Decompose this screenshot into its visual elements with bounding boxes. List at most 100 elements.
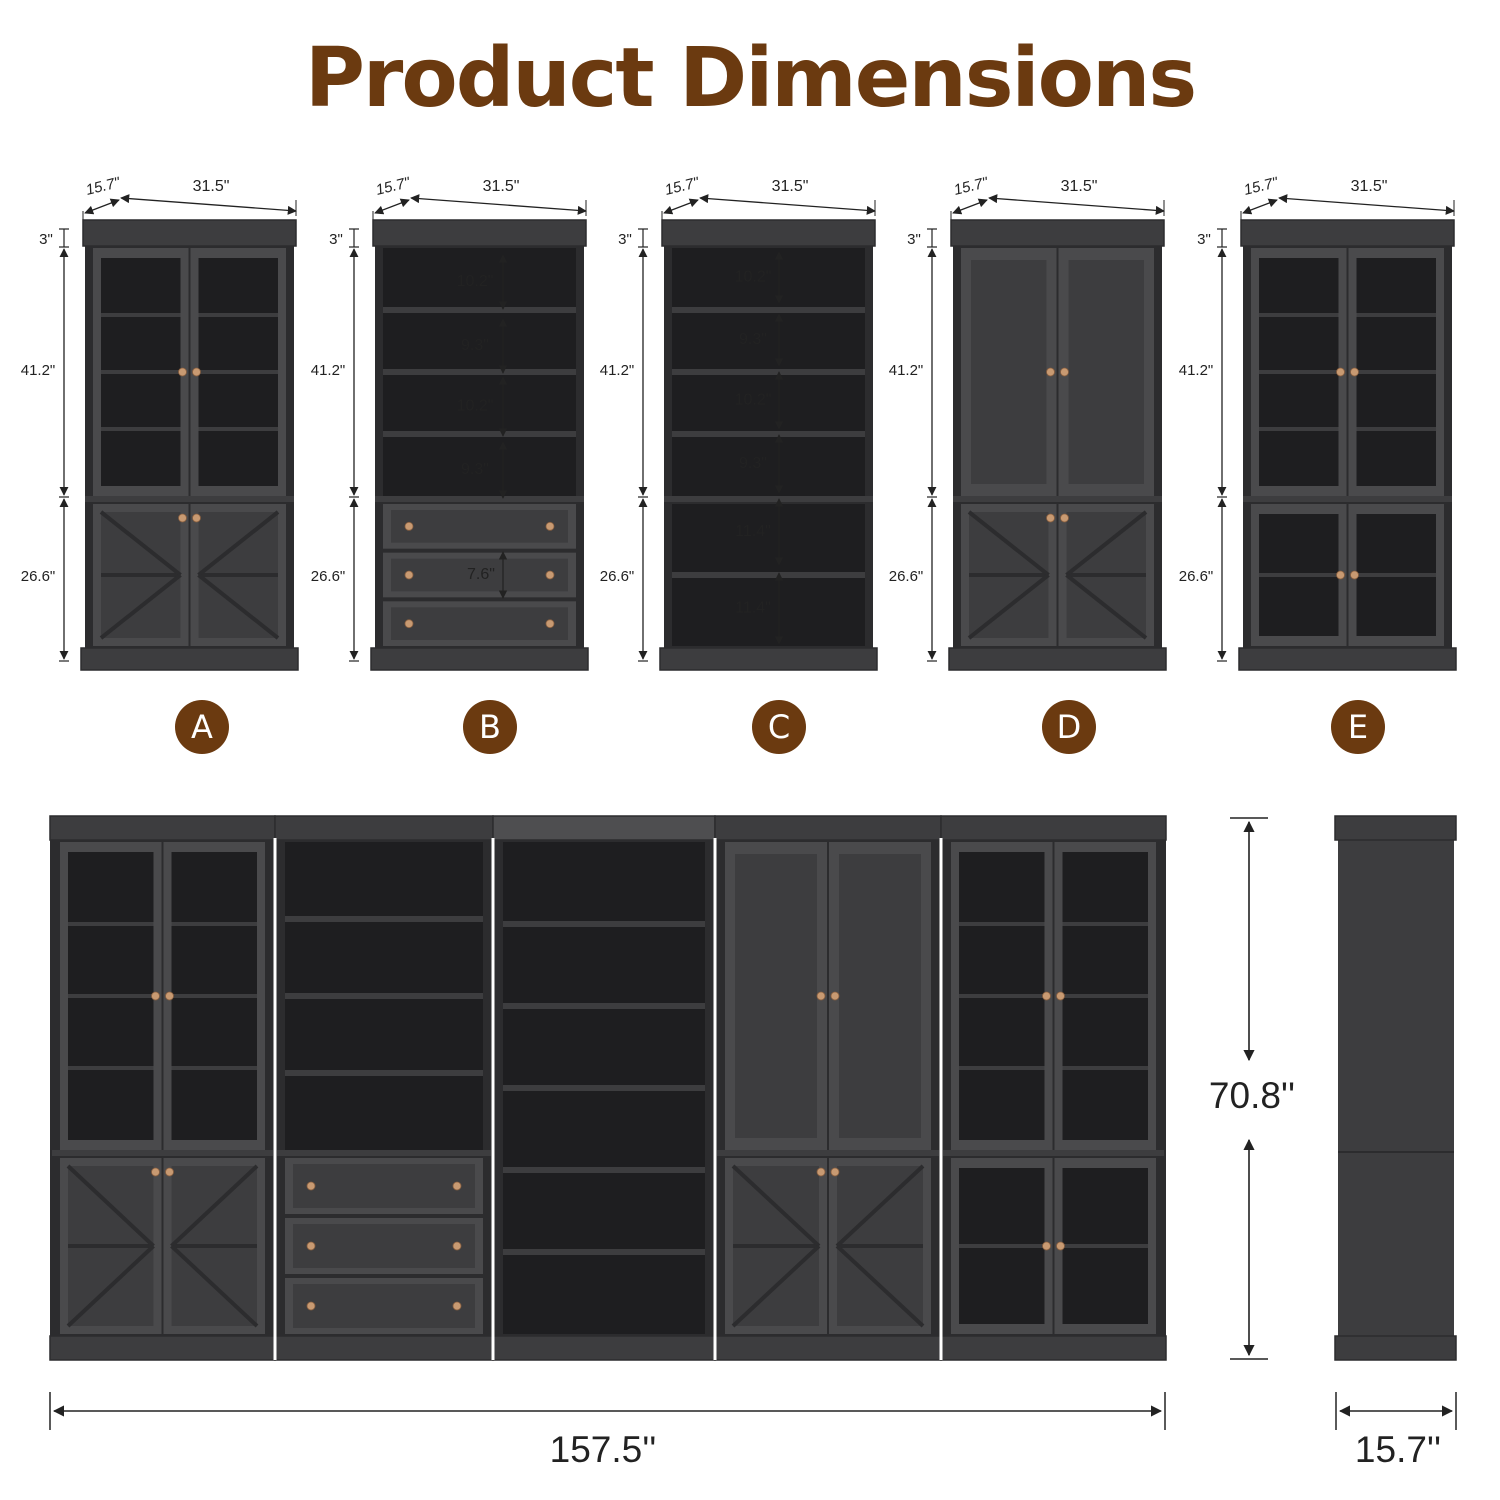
knob bbox=[1350, 367, 1359, 377]
visible-shelf bbox=[68, 994, 154, 998]
barn-brace bbox=[1065, 510, 1148, 577]
knob bbox=[1336, 570, 1345, 580]
mid-rail bbox=[85, 496, 294, 502]
width-dimension-line bbox=[988, 194, 1165, 215]
barn-brace bbox=[967, 510, 1050, 577]
shaker-panel bbox=[735, 854, 817, 1138]
shelf-height-label: 10.2" bbox=[457, 273, 494, 290]
visible-shelf bbox=[171, 994, 257, 998]
knob bbox=[1046, 513, 1055, 523]
barn-brace bbox=[170, 1244, 259, 1328]
width-dimension-line bbox=[1278, 194, 1455, 215]
barn-brace bbox=[66, 1244, 155, 1328]
total-width-label: 157.5'' bbox=[550, 1429, 657, 1470]
unit-base bbox=[492, 1335, 716, 1361]
knob bbox=[151, 991, 160, 1001]
crown-top bbox=[1240, 219, 1455, 247]
barn-brace bbox=[99, 573, 182, 640]
shelf-board bbox=[503, 921, 705, 927]
knob bbox=[816, 1167, 826, 1177]
shaker-panel bbox=[971, 260, 1047, 484]
width-dimension-line bbox=[410, 194, 587, 215]
upper-height-label: 41.2" bbox=[311, 362, 346, 379]
side-panel bbox=[1338, 828, 1454, 1360]
visible-shelf bbox=[959, 1244, 1045, 1248]
badge-letter: E bbox=[1348, 708, 1368, 746]
shaker-panel bbox=[839, 854, 921, 1138]
depth-label: 15.7" bbox=[84, 174, 122, 199]
crown-top bbox=[372, 219, 587, 247]
visible-shelf bbox=[68, 1066, 154, 1070]
knob bbox=[306, 1181, 316, 1191]
lower-height-label: 26.6" bbox=[311, 568, 346, 585]
combined-unit bbox=[714, 815, 942, 1361]
mid-rail bbox=[375, 496, 584, 502]
knob bbox=[306, 1241, 316, 1251]
cabinet-a bbox=[80, 219, 299, 671]
width-dimension-line bbox=[120, 194, 297, 215]
barn-brace bbox=[731, 1164, 821, 1248]
depth-label: 15.7" bbox=[663, 174, 701, 199]
shelf-height-label: 10.2" bbox=[457, 398, 494, 415]
shelf-height-label: 9.3" bbox=[739, 331, 767, 348]
visible-shelf bbox=[171, 922, 257, 926]
knob bbox=[1060, 367, 1069, 377]
combined-unit bbox=[274, 815, 494, 1361]
unit-crown bbox=[714, 815, 942, 841]
shelf-board bbox=[503, 1249, 705, 1255]
knob bbox=[545, 619, 555, 629]
cabinet-badge bbox=[752, 700, 806, 754]
knob bbox=[1042, 991, 1051, 1001]
drawer-panel bbox=[293, 1164, 475, 1208]
drawer-panel bbox=[293, 1224, 475, 1268]
knob bbox=[192, 367, 201, 377]
width-label: 31.5" bbox=[772, 178, 809, 195]
width-label: 31.5" bbox=[1351, 178, 1388, 195]
barn-brace bbox=[835, 1164, 925, 1248]
cabinet-base bbox=[370, 647, 589, 671]
cabinet-e bbox=[1238, 219, 1457, 671]
cabinet-badge bbox=[175, 700, 229, 754]
visible-shelf bbox=[1062, 994, 1148, 998]
barn-brace bbox=[197, 573, 280, 640]
shelf-board bbox=[672, 369, 865, 375]
depth-label: 15.7" bbox=[1242, 174, 1280, 199]
visible-shelf bbox=[1356, 573, 1436, 577]
unit-crown bbox=[49, 815, 276, 841]
knob bbox=[404, 570, 414, 580]
visible-shelf bbox=[1259, 313, 1339, 317]
crown-top bbox=[82, 219, 297, 247]
visible-shelf bbox=[1259, 573, 1339, 577]
shelf-board bbox=[503, 1003, 705, 1009]
mid-rail bbox=[953, 496, 1162, 502]
cabinet-badge bbox=[463, 700, 517, 754]
knob bbox=[452, 1301, 462, 1311]
cabinet-base bbox=[948, 647, 1167, 671]
visible-shelf bbox=[1062, 922, 1148, 926]
knob bbox=[404, 619, 414, 629]
visible-shelf bbox=[1356, 370, 1436, 374]
top-height-label: 3" bbox=[907, 231, 921, 248]
visible-shelf bbox=[101, 370, 181, 374]
depth-dimension-line bbox=[952, 198, 988, 215]
unit-crown bbox=[940, 815, 1167, 841]
upper-height-label: 41.2" bbox=[1179, 362, 1214, 379]
depth-label: 15.7" bbox=[374, 174, 412, 199]
shelf-board bbox=[672, 572, 865, 578]
visible-shelf bbox=[198, 427, 278, 431]
shelf-board bbox=[503, 1085, 705, 1091]
knob bbox=[178, 513, 187, 523]
unit-mid-rail bbox=[52, 1150, 273, 1156]
cabinet-badge bbox=[1042, 700, 1096, 754]
knob bbox=[1046, 367, 1055, 377]
top-height-label: 3" bbox=[1197, 231, 1211, 248]
shelf-height-label: 11.4" bbox=[735, 523, 771, 540]
knob bbox=[452, 1241, 462, 1251]
knob bbox=[1056, 991, 1065, 1001]
visible-shelf bbox=[1356, 427, 1436, 431]
shelf-board bbox=[285, 916, 483, 922]
barn-brace bbox=[731, 1244, 821, 1328]
side-crown bbox=[1334, 815, 1457, 841]
crown-top bbox=[950, 219, 1165, 247]
